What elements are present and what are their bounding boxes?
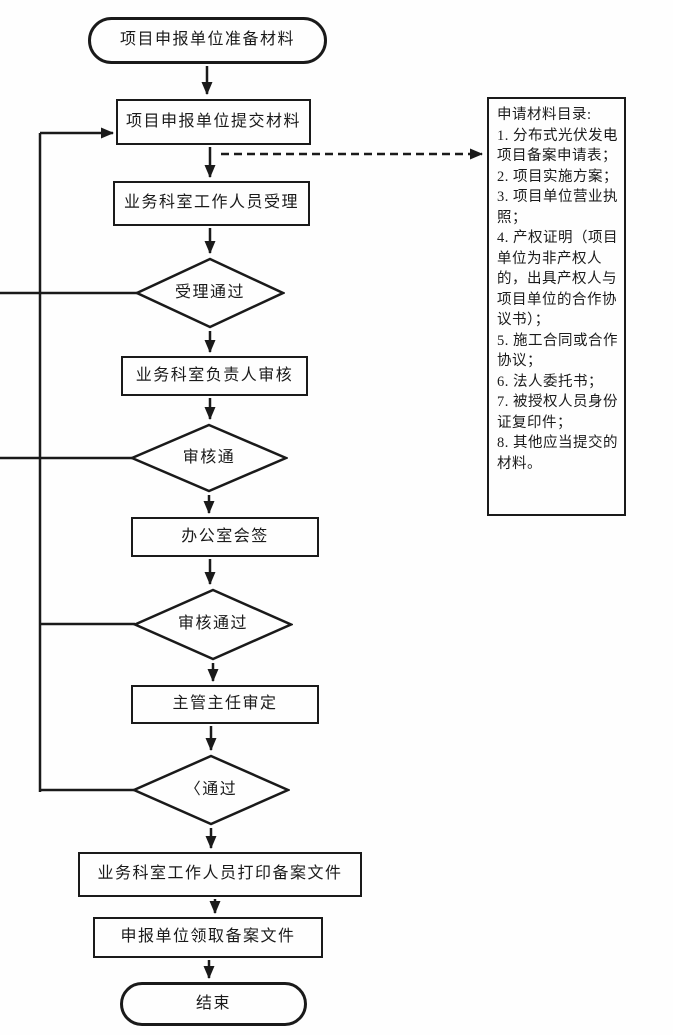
node-label: 业务科室负责人审核 [135,366,294,384]
node-start: 项目申报单位准备材料 [88,17,327,64]
node-decision-review-pass-2: 审核通过 [133,588,293,661]
node-label: 〈通过 [184,780,238,798]
materials-item: 7. 被授权人员身份证复印件； [497,394,618,431]
materials-item: 1. 分布式光伏发电项目备案申请表； [497,127,618,165]
node-countersign: 办公室会签 [131,517,319,557]
node-label: 业务科室工作人员打印备案文件 [97,865,343,883]
node-label: 业务科室工作人员受理 [123,194,299,212]
materials-item: 4. 产权证明（项目单位为非产权人的，出具产权人与项目单位的合作协议书）； [497,230,618,328]
node-submit: 项目申报单位提交材料 [116,99,311,145]
node-label: 审核通 [182,448,236,466]
node-receive: 申报单位领取备案文件 [93,917,323,958]
node-review: 业务科室负责人审核 [121,356,308,396]
diamond-shape [130,423,288,493]
materials-panel-title: 申请材料目录: [497,107,592,123]
node-accept: 业务科室工作人员受理 [113,181,310,226]
node-decision-final-pass: 〈通过 [132,754,290,826]
diamond-shape [133,588,293,661]
diamond-shape [135,257,285,329]
node-label: 审核通过 [177,615,248,633]
diamond-shape [132,754,290,826]
node-label: 受理通过 [174,283,245,301]
node-label: 申报单位领取备案文件 [120,928,296,946]
node-print: 业务科室工作人员打印备案文件 [78,852,362,897]
node-label: 主管主任审定 [172,695,278,713]
materials-item: 8. 其他应当提交的材料。 [497,435,618,472]
node-end: 结束 [120,982,307,1026]
materials-panel: 申请材料目录: 1. 分布式光伏发电项目备案申请表； 2. 项目实施方案； 3.… [487,97,626,516]
node-label: 结束 [195,994,231,1012]
materials-item: 2. 项目实施方案； [497,168,618,185]
node-approve: 主管主任审定 [131,685,319,724]
node-decision-accept-pass: 受理通过 [135,257,285,329]
node-label: 项目申报单位准备材料 [119,31,295,49]
materials-item: 5. 施工合同或合作协议； [497,332,618,370]
node-label: 办公室会签 [181,527,269,545]
materials-item: 3. 项目单位营业执照； [497,189,618,226]
materials-item: 6. 法人委托书； [497,373,603,390]
node-label: 项目申报单位提交材料 [125,112,301,130]
node-decision-review-pass-1: 审核通 [130,423,288,493]
